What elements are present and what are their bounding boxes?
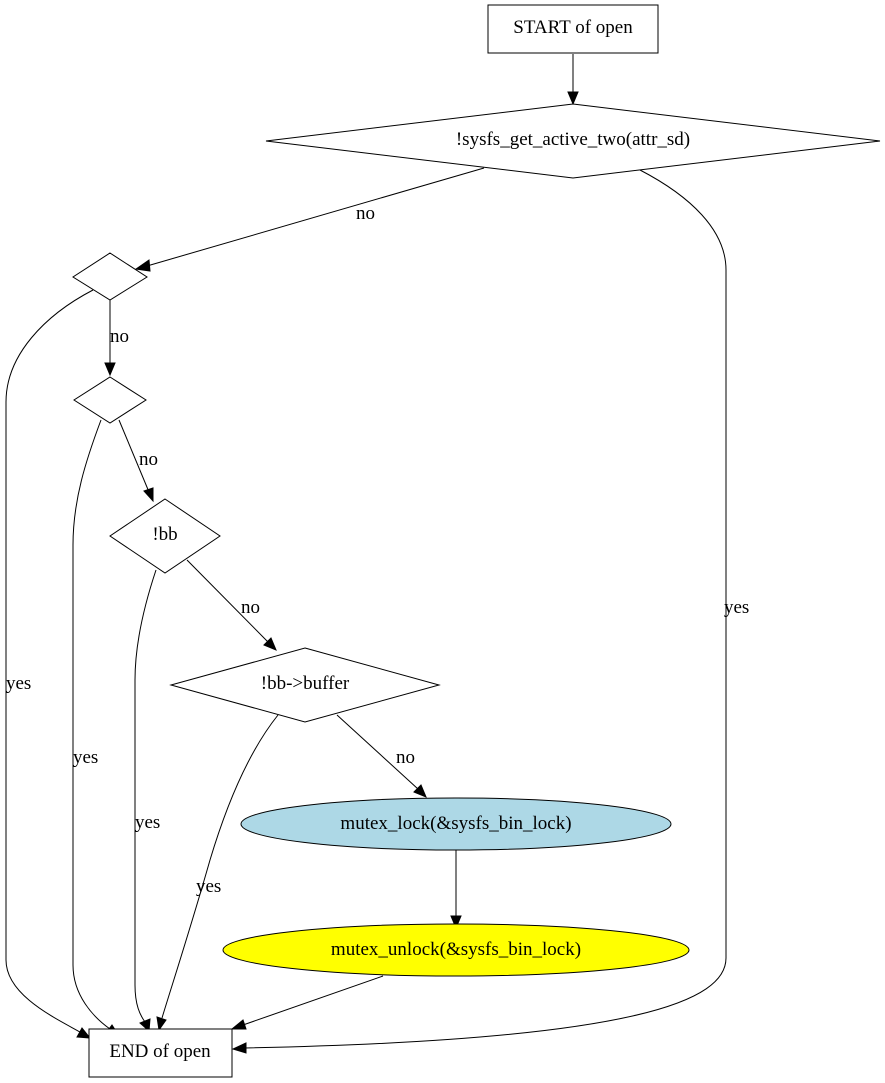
node-mutex-unlock-label: mutex_unlock(&sysfs_bin_lock) [331,939,581,960]
edge-lock-to-unlock [450,850,462,930]
edge-active-to-blank1-no: no [134,167,485,272]
node-decision-active: !sysfs_get_active_two(attr_sd) [265,103,881,179]
edge-label-yes: yes [724,597,749,618]
node-mutex-lock: mutex_lock(&sysfs_bin_lock) [240,797,672,851]
edge-bb-to-end-yes: yes [134,569,160,1033]
node-decision-bb-label: !bb [152,524,177,545]
node-decision-buffer: !bb->buffer [169,647,441,723]
mutex-lock-ellipse [240,797,672,851]
node-end: END of open [88,1028,233,1078]
edge-label-yes: yes [196,876,221,897]
edge-label-yes: yes [6,673,31,694]
edge-label-yes: yes [73,747,98,768]
node-end-label: END of open [109,1041,211,1062]
node-decision-blank2 [73,376,147,424]
edge-label-no: no [356,203,375,224]
edge-buffer-to-end-yes: yes [156,714,279,1032]
edge-label-no: no [241,597,260,618]
node-mutex-unlock: mutex_unlock(&sysfs_bin_lock) [222,923,690,977]
node-decision-bb: !bb [109,498,221,574]
edge-label-no: no [396,747,415,768]
edge-label-yes: yes [135,812,160,833]
edge-blank1-to-end-yes: yes [5,289,94,1039]
node-mutex-lock-label: mutex_lock(&sysfs_bin_lock) [340,813,571,834]
node-start: START of open [487,4,659,54]
mutex-unlock-ellipse [222,923,690,977]
edge-label-no: no [139,449,158,470]
edge-blank1-to-blank2-no: no [104,300,129,377]
node-decision-buffer-label: !bb->buffer [261,673,350,694]
edge-blank2-to-end-yes: yes [72,419,121,1037]
node-decision-blank1 [72,252,148,301]
edge-active-to-end-yes: yes [231,169,749,1054]
edge-label-no: no [110,326,129,347]
edge-unlock-to-end [230,975,384,1030]
edge-blank2-to-bb-no: no [118,419,158,503]
edge-buffer-to-lock-no: no [336,714,427,798]
node-start-label: START of open [513,17,633,38]
edge-start-to-active [567,54,579,106]
edge-bb-to-buffer-no: no [186,559,277,651]
node-decision-active-label: !sysfs_get_active_two(attr_sd) [456,129,690,150]
